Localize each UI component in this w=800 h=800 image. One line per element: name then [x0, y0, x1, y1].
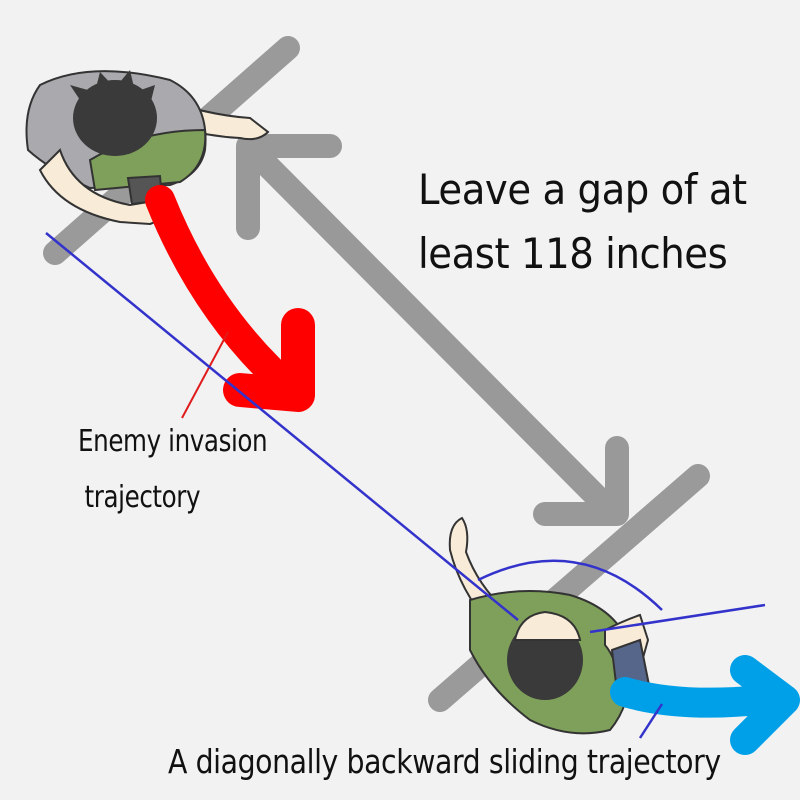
- slide-trajectory-arrow: [610, 655, 800, 755]
- sight-lines: [45, 232, 766, 739]
- top-person: [25, 70, 270, 226]
- gap-label-line2: least 118 inches: [418, 229, 728, 278]
- enemy-leader-line: [181, 331, 229, 419]
- enemy-label-line2: trajectory: [84, 480, 201, 515]
- enemy-trajectory-arrow: [145, 185, 315, 412]
- enemy-trajectory-label: Enemy invasion trajectory: [78, 414, 268, 526]
- slide-trajectory-label: A diagonally backward sliding trajectory: [168, 742, 721, 781]
- gap-label-line1: Leave a gap of at: [418, 165, 747, 214]
- gap-double-arrow: [236, 134, 629, 526]
- gap-distance-label: Leave a gap of at least 118 inches: [418, 158, 747, 286]
- enemy-label-line1: Enemy invasion: [78, 424, 268, 459]
- bottom-person: [448, 516, 652, 735]
